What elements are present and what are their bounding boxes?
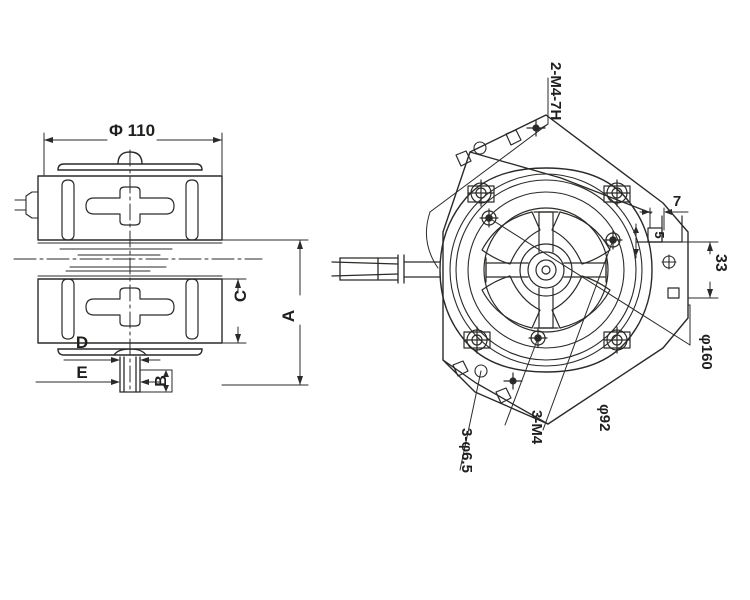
bolt-boss-bottom-left — [463, 326, 491, 354]
housing-inner-ring — [449, 173, 643, 367]
thread-marker-bottom-plate — [503, 372, 523, 390]
label-C: C — [231, 290, 250, 302]
round-hole-lower-left — [474, 364, 488, 378]
square-hole-top — [505, 129, 522, 146]
keyhole-slot-upper — [85, 186, 175, 226]
bracket-slot-upper-left — [61, 179, 75, 241]
right-front-face-view — [331, 77, 719, 471]
label-dim7: 7 — [673, 193, 681, 210]
square-hole-lower-left — [452, 360, 469, 377]
dim-A-line — [221, 239, 309, 386]
label-dia110: Φ 110 — [109, 121, 155, 140]
dim-7-line — [639, 207, 689, 231]
label-dia92: φ92 — [596, 404, 613, 431]
label-B: B — [153, 375, 170, 387]
label-dim33: 33 — [712, 254, 729, 272]
leader-3M4 — [504, 337, 539, 426]
bolt-boss-bottom-right — [603, 326, 631, 354]
square-hole-bottom — [495, 387, 512, 404]
label-A: A — [279, 310, 298, 322]
bracket-slot-lower-right — [185, 278, 199, 340]
dim-E-line — [35, 379, 161, 385]
label-3M4: 3-M4 — [528, 410, 545, 445]
left-side-section-view — [13, 132, 309, 393]
dim-C-line — [203, 278, 247, 344]
dim-dia110-line — [43, 132, 223, 176]
bracket-slot-upper-right — [185, 179, 199, 241]
dim-D-line — [63, 357, 161, 363]
bolt-boss-top-left — [467, 179, 495, 207]
dim-33-line — [681, 241, 719, 299]
label-D: D — [76, 333, 88, 352]
output-shaft — [113, 348, 147, 393]
dim-B-line — [139, 369, 173, 393]
label-2M4-7H: 2-M4-7H — [547, 62, 564, 120]
leader-dia160-cross — [488, 217, 691, 346]
bolt-boss-top-right — [603, 179, 631, 207]
label-3-dia6-5: 3-φ6.5 — [458, 428, 475, 473]
terminal-connector — [14, 191, 39, 219]
label-E: E — [76, 363, 87, 382]
dim-5-line — [633, 223, 639, 259]
round-hole-right-plate — [661, 254, 677, 270]
leader-lines — [425, 77, 691, 471]
motor-housing-outline — [439, 167, 653, 373]
leader-dia92 — [542, 239, 614, 431]
square-hole-upper-left — [455, 150, 472, 167]
bracket-slot-lower-left — [61, 278, 75, 340]
label-dia160: φ160 — [698, 334, 715, 370]
keyhole-slot-lower — [85, 287, 175, 327]
square-hole-right — [667, 287, 680, 299]
leader-3-d65 — [459, 370, 482, 471]
label-dim5: 5 — [652, 231, 667, 238]
round-hole-upper-left — [473, 141, 487, 155]
